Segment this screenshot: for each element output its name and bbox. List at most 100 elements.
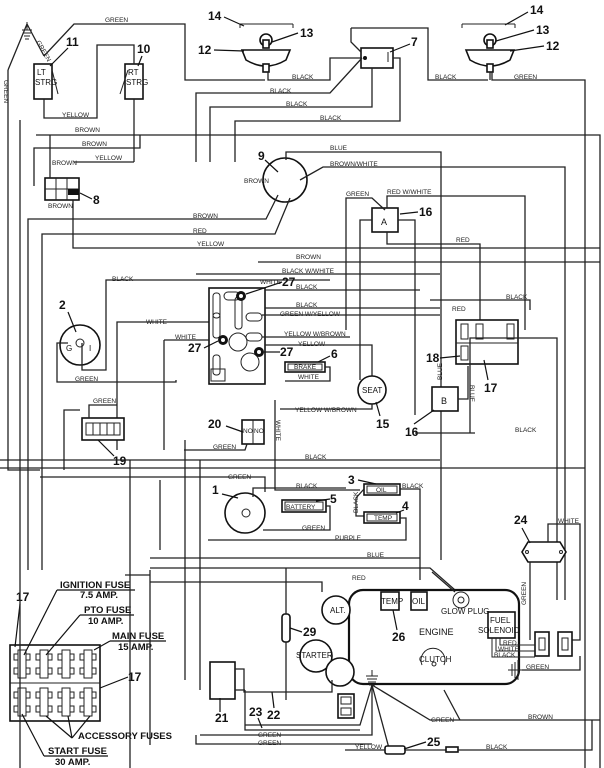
wire-label-white: WHITE (274, 420, 281, 442)
svg-text:I: I (89, 344, 91, 353)
fuse-terminal (69, 705, 75, 713)
connector-8 (44, 177, 80, 201)
wire-label-red: RED (193, 228, 207, 235)
fuse (39, 649, 49, 679)
wire-label-black: BLACK (296, 302, 318, 309)
wire-label-black: BLACK (486, 744, 508, 751)
callout-19: 19 (113, 454, 127, 468)
pto-fuse-title: PTO FUSE (84, 605, 131, 616)
fuse-terminal (13, 691, 19, 699)
engine-temp-sender: TEMP (380, 591, 403, 611)
wire-label-yellow: YELLOW (95, 155, 123, 162)
callout-14: 14 (208, 9, 222, 23)
relay-a: A (371, 207, 399, 233)
svg-text:OIL: OIL (376, 487, 387, 494)
connector-25 (384, 745, 406, 755)
right-steering-switch: RT STRG (119, 63, 148, 100)
callout-9: 9 (258, 149, 265, 163)
wire-label-blue: BLUE (437, 362, 444, 380)
wire-label-black: BLACK (435, 74, 457, 81)
wire-label-black: BLACK (296, 284, 318, 291)
wire-label-brown: BROWN (82, 141, 107, 148)
wire-label-black: BLACK (506, 294, 528, 301)
wire-label-yellow-white-brown: YELLOW W/BROWN (284, 331, 346, 338)
callout-27: 27 (188, 341, 202, 355)
fuse-terminal (35, 653, 41, 661)
fuse-terminal (25, 691, 31, 699)
wire-label-brown: BROWN (244, 178, 269, 185)
svg-text:TEMP: TEMP (381, 597, 403, 606)
fuse-terminal (13, 667, 19, 675)
wire-label-blue: BLUE (468, 385, 475, 403)
relay-module-17 (455, 319, 519, 365)
engine-oil-sender: OIL (410, 591, 428, 611)
fuse-terminal (79, 691, 85, 699)
fuse-terminal (79, 653, 85, 661)
engine: ENGINE (347, 588, 521, 686)
fuse (83, 649, 93, 679)
inline-fuse (445, 746, 459, 753)
ground-symbol-top-left (7, 22, 45, 71)
ignition-fuse-title: IGNITION FUSE (60, 580, 130, 591)
wire-label-yellow: YELLOW (298, 341, 326, 348)
callout-15: 15 (376, 417, 390, 431)
wire-label-black: BLACK (402, 483, 424, 490)
wire-label-brown: BROWN (193, 213, 218, 220)
callout-29: 29 (303, 625, 317, 639)
wire-label-brown: BROWN (528, 714, 553, 721)
callout-3: 3 (348, 473, 355, 487)
svg-text:NO: NO (254, 428, 264, 435)
wire-label-green: GREEN (34, 40, 52, 64)
callout-13: 13 (536, 23, 550, 37)
wire-label-black: BLACK (292, 74, 314, 81)
fuse-terminal (69, 691, 75, 699)
callout-20: 20 (208, 417, 222, 431)
main-fuse-title: MAIN FUSE (112, 631, 164, 642)
fuse (17, 649, 27, 679)
glow-plug: GLOW PLUG (441, 591, 489, 616)
battery-sender-5: BATTERY (281, 499, 327, 513)
ignition-fuse-rating: 7.5 AMP. (80, 590, 118, 601)
wire-label-green: GREEN (93, 398, 116, 405)
callout-10: 10 (137, 42, 151, 56)
wire-label-black: BLACK (270, 88, 292, 95)
wire-label-green: GREEN (258, 732, 281, 739)
wire-label-brown: BROWN (75, 127, 100, 134)
wire-label-white: WHITE (298, 374, 320, 381)
svg-text:TEMP: TEMP (374, 515, 392, 522)
callout-2: 2 (59, 298, 66, 312)
engine-connector-right (557, 631, 573, 657)
fuse-terminal (91, 705, 97, 713)
fuse (17, 687, 27, 717)
wire-label-black: BLACK (305, 454, 327, 461)
fuse-terminal (25, 653, 31, 661)
wire-label-black: BLACK (353, 491, 360, 513)
fuse (39, 687, 49, 717)
wire-label-red: RED (456, 237, 470, 244)
fuse (61, 649, 71, 679)
wire-label-blue: BLUE (367, 552, 385, 559)
svg-text:NO: NO (243, 428, 253, 435)
main-harness-block (208, 287, 266, 385)
wire-label-purple: PURPLE (335, 535, 362, 542)
callout-16: 16 (419, 205, 433, 219)
callout-27: 27 (280, 345, 294, 359)
fuse-terminal (13, 705, 19, 713)
callout-1: 1 (212, 483, 219, 497)
fuse-terminal (47, 667, 53, 675)
callout-21: 21 (215, 711, 229, 725)
fuse (61, 687, 71, 717)
callout-12: 12 (546, 39, 560, 53)
callout-25: 25 (427, 735, 441, 749)
ground-symbol-engine (508, 660, 522, 680)
callout-8: 8 (93, 193, 100, 207)
wire-label-brown: BROWN (296, 254, 321, 261)
diode-29 (281, 613, 291, 643)
callout-24: 24 (514, 513, 528, 527)
seat-switch-15: SEAT (357, 375, 387, 405)
starter: STARTER (296, 639, 355, 687)
wire-label-black: BLACK (286, 101, 308, 108)
battery-21 (209, 661, 236, 700)
pto-fuse-rating: 10 AMP. (88, 616, 123, 627)
svg-text:STRG: STRG (35, 78, 57, 87)
